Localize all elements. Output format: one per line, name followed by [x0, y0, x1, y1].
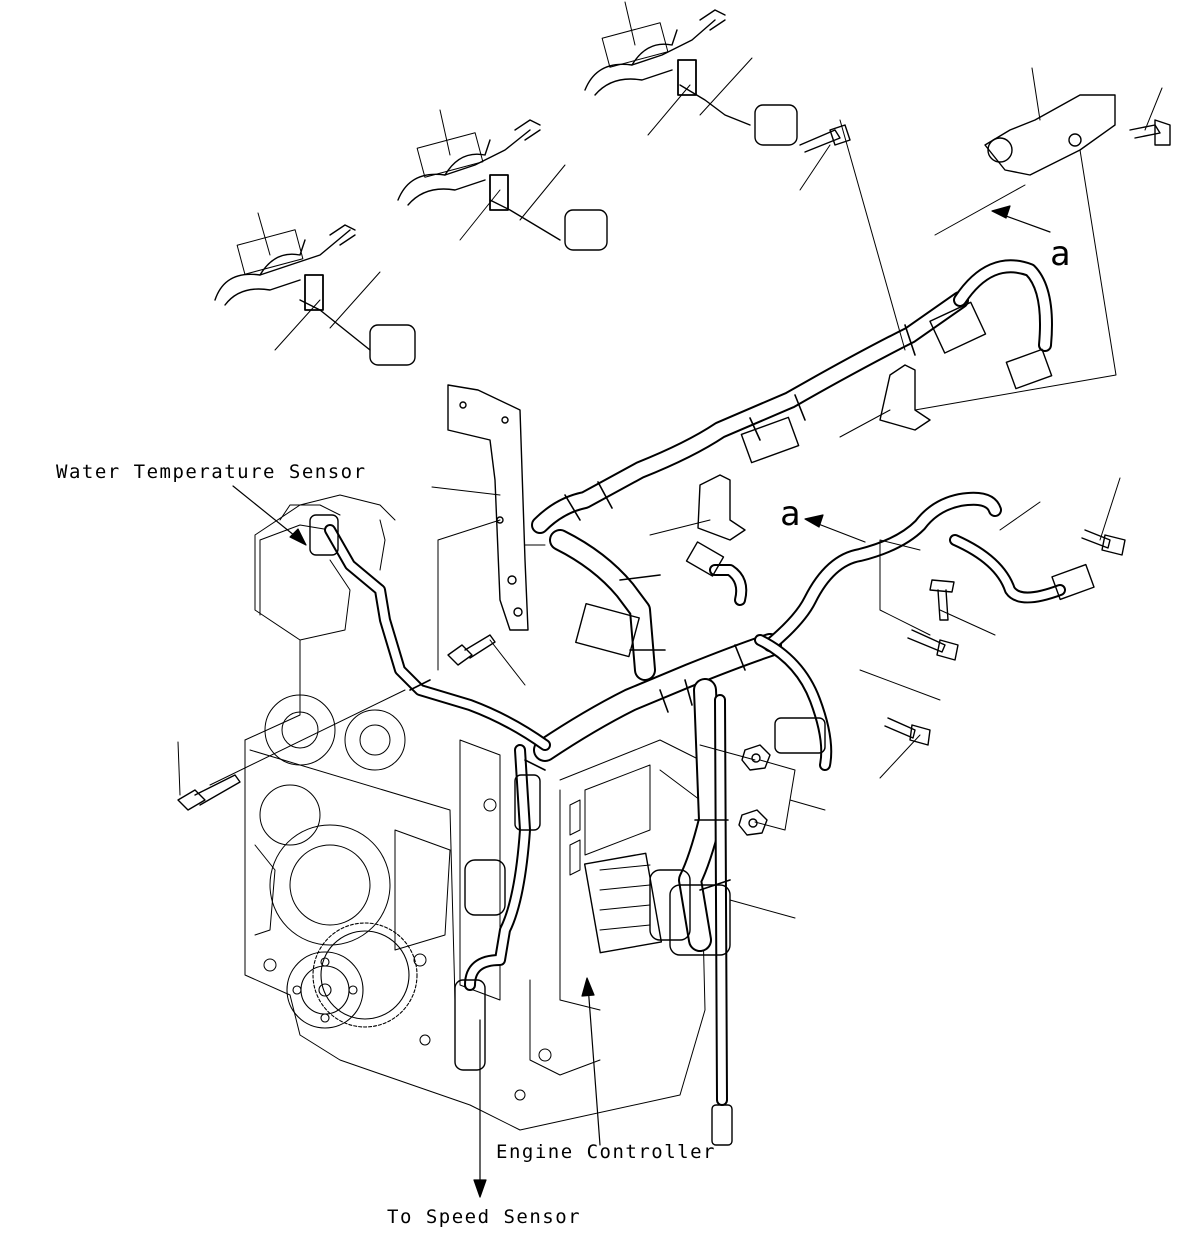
brackets: [447, 94, 1116, 631]
engine-block: [244, 494, 706, 1131]
main-harness: [324, 259, 1066, 1106]
injector-harness-2: [397, 119, 608, 251]
bolts: [177, 119, 1171, 836]
injector-harness-3: [584, 9, 798, 146]
injector-harness-1: [214, 224, 416, 366]
label-to-speed-sensor: To Speed Sensor: [387, 1206, 581, 1228]
label-detail-a-mid: a: [780, 494, 800, 534]
leader-lines: [177, 1, 1163, 919]
label-detail-a-top: a: [1050, 234, 1070, 274]
label-water-temperature-sensor: Water Temperature Sensor: [56, 461, 367, 483]
harness-clamps: [409, 324, 916, 891]
harness-connectors: [309, 301, 1095, 1146]
label-engine-controller: Engine Controller: [496, 1141, 716, 1163]
gear-pulley: [286, 922, 418, 1029]
arrows: [232, 205, 1051, 1198]
